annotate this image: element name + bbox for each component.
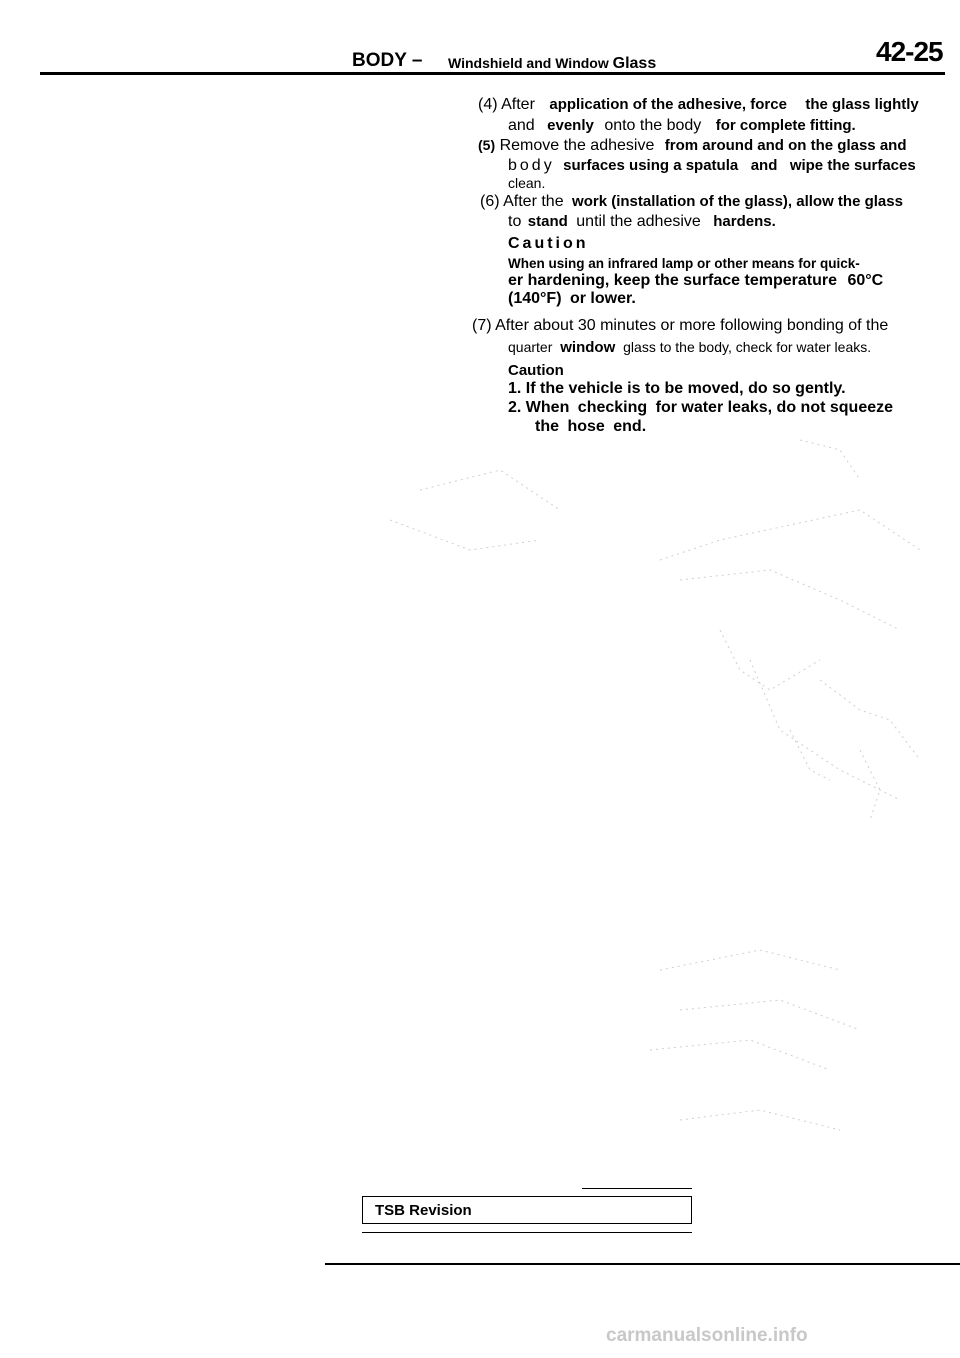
step-6-lead: (6) After the <box>480 193 564 210</box>
step-5-line-3: clean. <box>508 175 546 191</box>
tsb-rule-top <box>582 1188 692 1189</box>
caution-2-line-1: 1. If the vehicle is to be moved, do so … <box>508 380 846 397</box>
step-4-line-1: (4) After application of the adhesive, f… <box>478 96 919 114</box>
step-4-bold-3: for complete fitting. <box>715 117 856 134</box>
step-5-bold-3: wipe the surfaces <box>789 157 916 174</box>
step-6-line-1: (6) After the work (installation of the … <box>480 193 903 211</box>
faint-illustration <box>389 439 921 1131</box>
watermark: carmanualsonline.info <box>606 1325 808 1346</box>
caution-1-title: Caution <box>508 235 589 252</box>
step-5-bold-1: from around and on the glass and <box>664 137 907 154</box>
caution-2-title: Caution <box>508 362 564 379</box>
step-4-line-2: and evenly onto the body for complete fi… <box>508 117 856 135</box>
step-5-number: (5) <box>478 137 496 153</box>
step-5-body: body <box>508 157 555 174</box>
caution-2-line-3: the hose end. <box>535 418 646 436</box>
section-title: BODY – <box>352 50 422 72</box>
step-5-and: and <box>750 157 778 174</box>
section-subtitle: Windshield and Window Glass <box>448 55 656 73</box>
caution-2-when: 2. When <box>508 399 570 416</box>
step-6-to: to <box>508 213 522 230</box>
section-name: BODY <box>352 50 407 71</box>
step-6-bold-1: work (installation of the glass), allow … <box>572 193 903 210</box>
step-6-hardens: hardens. <box>713 213 776 230</box>
caution-1-line-1: When using an infrared lamp or other mea… <box>508 256 860 271</box>
caution-1-temp-c: 60°C <box>847 272 884 289</box>
caution-1-lower: or lower. <box>569 290 636 307</box>
subtitle-text: Windshield and Window <box>448 55 609 71</box>
header-rule <box>40 72 945 75</box>
step-7-rest: glass to the body, check for water leaks… <box>623 339 872 355</box>
step-7-quarter: quarter <box>508 339 553 355</box>
step-7-window: window <box>560 339 616 356</box>
step-4-and: and <box>508 117 535 134</box>
step-5-line-1: (5) Remove the adhesive from around and … <box>478 137 906 155</box>
caution-2-end: end. <box>613 418 647 435</box>
step-4-bold-2: the glass lightly <box>805 96 919 113</box>
step-4-lead: (4) After <box>478 96 535 113</box>
step-7-line-1: (7) After about 30 minutes or more follo… <box>472 317 889 334</box>
caution-2-the: the <box>535 418 559 435</box>
step-4-evenly: evenly <box>547 117 594 134</box>
step-6-line-2: to stand until the adhesive hardens. <box>508 213 776 231</box>
caution-2-checking: checking <box>577 399 648 416</box>
section-dash: – <box>411 50 423 71</box>
tsb-revision-box <box>362 1196 692 1224</box>
step-5-bold-2: surfaces using a spatula <box>563 157 739 174</box>
caution-2-line-2: 2. When checking for water leaks, do not… <box>508 399 893 417</box>
step-7-line-2: quarter window glass to the body, check … <box>508 339 871 356</box>
page-number: 42-25 <box>876 36 944 67</box>
footer-rule <box>325 1263 960 1265</box>
step-5-lead: Remove the adhesive <box>499 137 655 154</box>
step-4-bold-1: application of the adhesive, force <box>549 96 787 113</box>
step-6-until: until the adhesive <box>576 213 701 230</box>
tsb-rule-bottom <box>362 1232 692 1233</box>
subtitle-end: Glass <box>612 55 657 72</box>
tsb-revision-label: TSB Revision <box>375 1202 472 1219</box>
caution-1-line-2: er hardening, keep the surface temperatu… <box>508 272 883 290</box>
caution-1-line-3: (140°F) or lower. <box>508 290 636 308</box>
caution-2-rest: for water leaks, do not squeeze <box>655 399 894 416</box>
caution-1-temp-f: (140°F) <box>508 290 562 307</box>
step-5-line-2: body surfaces using a spatula and wipe t… <box>508 157 916 175</box>
step-6-stand: stand <box>527 213 568 230</box>
caution-2-hose: hose <box>567 418 605 435</box>
step-4-onto: onto the body <box>604 117 702 134</box>
caution-1-text: er hardening, keep the surface temperatu… <box>508 272 837 289</box>
